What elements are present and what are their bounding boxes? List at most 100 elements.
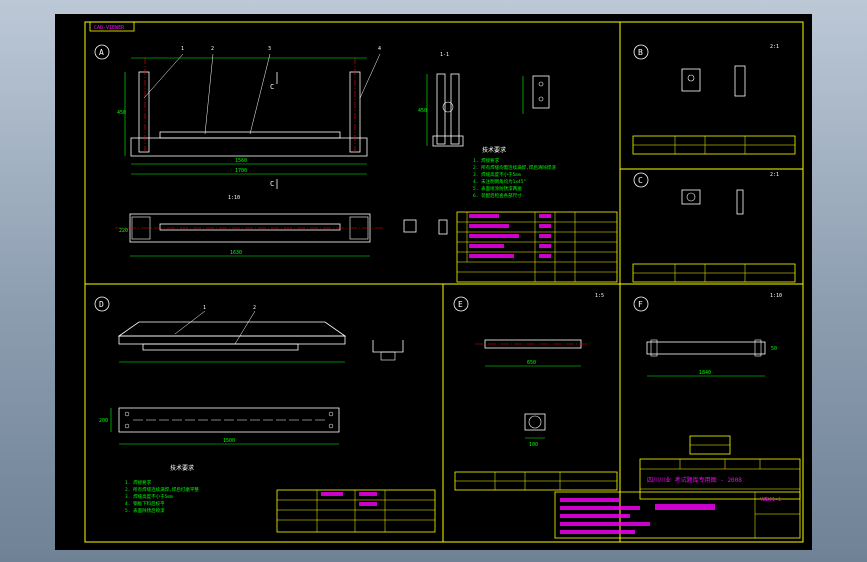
cad-drawing: CAD-VIEWER A 1560 1700 450 1 2 3 4 C C	[84, 21, 804, 543]
view-f: F 1:10 1840 50	[633, 293, 782, 455]
view-e-circle	[453, 296, 469, 312]
view-c-side	[736, 189, 744, 215]
leader-2	[204, 53, 214, 135]
view-d-plate	[118, 335, 346, 345]
view-b-hole	[687, 74, 695, 82]
leader-4	[359, 53, 381, 99]
view-d-dim-len: 1500	[223, 438, 235, 444]
drawing-sheet[interactable]: CAD-VIEWER A 1560 1700 450 1 2 3 4 C C	[55, 14, 812, 550]
view-f-frame	[646, 341, 766, 355]
small-part-2	[438, 219, 448, 235]
view-b-side	[734, 65, 746, 97]
view-e-dim-d: 100	[529, 442, 538, 448]
view-c-scale: 2:1	[770, 172, 779, 178]
part-num-3: 3	[268, 46, 271, 52]
view-f-label: F	[638, 300, 643, 309]
note-line: 1. 焊接要求	[125, 479, 152, 486]
table-d	[276, 489, 436, 533]
leader-3	[249, 53, 271, 135]
tab-box	[89, 21, 135, 32]
detail-bracket	[532, 75, 550, 109]
note-line: 2. 所有焊缝均需连续满焊,焊后清除焊渣	[473, 164, 556, 171]
side-label: 1-1	[440, 52, 449, 58]
view-f-circle	[633, 296, 649, 312]
title-block-lower	[554, 491, 801, 539]
note-line: 4. 钢板下料后校平	[125, 500, 165, 507]
view-b-scale: 2:1	[770, 44, 779, 50]
title-block-frame	[639, 458, 801, 500]
view-b-circle	[633, 44, 649, 60]
plan-dim-span: 1630	[230, 250, 242, 256]
plan-scale: 1:10	[228, 195, 240, 201]
view-d-rib	[142, 343, 299, 351]
view-a-plan: 1:10 1630 220	[115, 195, 385, 257]
view-a: A 1560 1700 450 1 2 3 4 C C	[94, 44, 381, 189]
view-f-dim-len: 1840	[699, 370, 711, 376]
sheet-border	[84, 21, 804, 543]
view-d-circle	[94, 296, 110, 312]
view-a-label: A	[99, 48, 104, 57]
section-c-bottom: C	[270, 180, 274, 188]
note-line: 4. 未注明倒角均为1x45°	[473, 178, 526, 185]
guide-rail	[159, 131, 341, 139]
view-b: B 2:1	[632, 44, 796, 155]
note-line: 3. 焊缝高度不小于5mm	[125, 493, 173, 500]
base-frame	[130, 137, 368, 157]
note-line: 2. 所有焊缝连续满焊,焊后打磨平整	[125, 486, 199, 493]
view-c-hole	[686, 192, 696, 202]
table-a-frame	[456, 211, 618, 283]
leader-1	[143, 53, 184, 99]
view-e-section	[524, 413, 546, 431]
side-dim-h: 450	[418, 108, 427, 114]
note-line: 6. 装配后检查各部尺寸	[473, 192, 522, 199]
title-drawing-no: YZBJ1-1	[760, 497, 781, 503]
title-school: 四川川业 考试题库专用图 - 2008	[647, 476, 742, 484]
notes-d-label: 技术要求	[170, 464, 194, 472]
plan-dim-width: 220	[119, 228, 128, 234]
side-base	[432, 135, 464, 147]
note-line: 3. 焊缝高度不小于5mm	[473, 171, 521, 178]
plan-slot	[159, 223, 341, 231]
view-b-label: B	[638, 48, 643, 57]
view-d-plan	[118, 407, 340, 433]
view-a-side: 1-1 450	[403, 52, 550, 235]
dim-height: 450	[117, 110, 126, 116]
dim-inner: 1560	[235, 158, 247, 164]
view-e-bore	[528, 415, 542, 429]
part-num-1: 1	[181, 46, 184, 52]
note-line: 5. 表面除锈后喷漆	[125, 507, 165, 514]
view-e-label: E	[458, 300, 463, 309]
view-e-scale: 1:5	[595, 293, 604, 299]
view-f-dim-h: 50	[771, 346, 777, 352]
view-d-part-2: 2	[253, 305, 256, 311]
side-post-1	[436, 73, 446, 145]
note-line: 1. 焊接要求	[473, 157, 500, 164]
table-d-frame	[276, 489, 436, 533]
detail-hole-2	[538, 96, 544, 102]
part-num-2: 2	[211, 46, 214, 52]
part-num-4: 4	[378, 46, 381, 52]
left-post	[138, 71, 150, 153]
notes-a-title: 技术要求	[482, 146, 506, 154]
view-b-part	[681, 68, 701, 92]
view-d-label: D	[99, 300, 104, 309]
section-c-top: C	[270, 83, 274, 91]
detail-hole-1	[538, 81, 544, 87]
view-d-dim-w: 200	[99, 418, 108, 424]
view-d-section	[372, 340, 404, 353]
small-part-1	[403, 219, 417, 233]
view-e: E 1:5 650 100	[453, 293, 618, 491]
side-hole	[442, 101, 454, 113]
view-d-top-plate	[117, 321, 347, 337]
view-c-label: C	[638, 176, 643, 185]
view-f-scale: 1:10	[770, 293, 782, 299]
tab-label: CAD-VIEWER	[94, 25, 125, 31]
view-a-circle	[94, 44, 110, 60]
view-d-part-1: 1	[203, 305, 206, 311]
parts-table-a	[456, 211, 618, 283]
side-post-2	[450, 73, 460, 145]
view-e-dim-len: 650	[527, 360, 536, 366]
view-c: C 2:1	[632, 172, 796, 283]
